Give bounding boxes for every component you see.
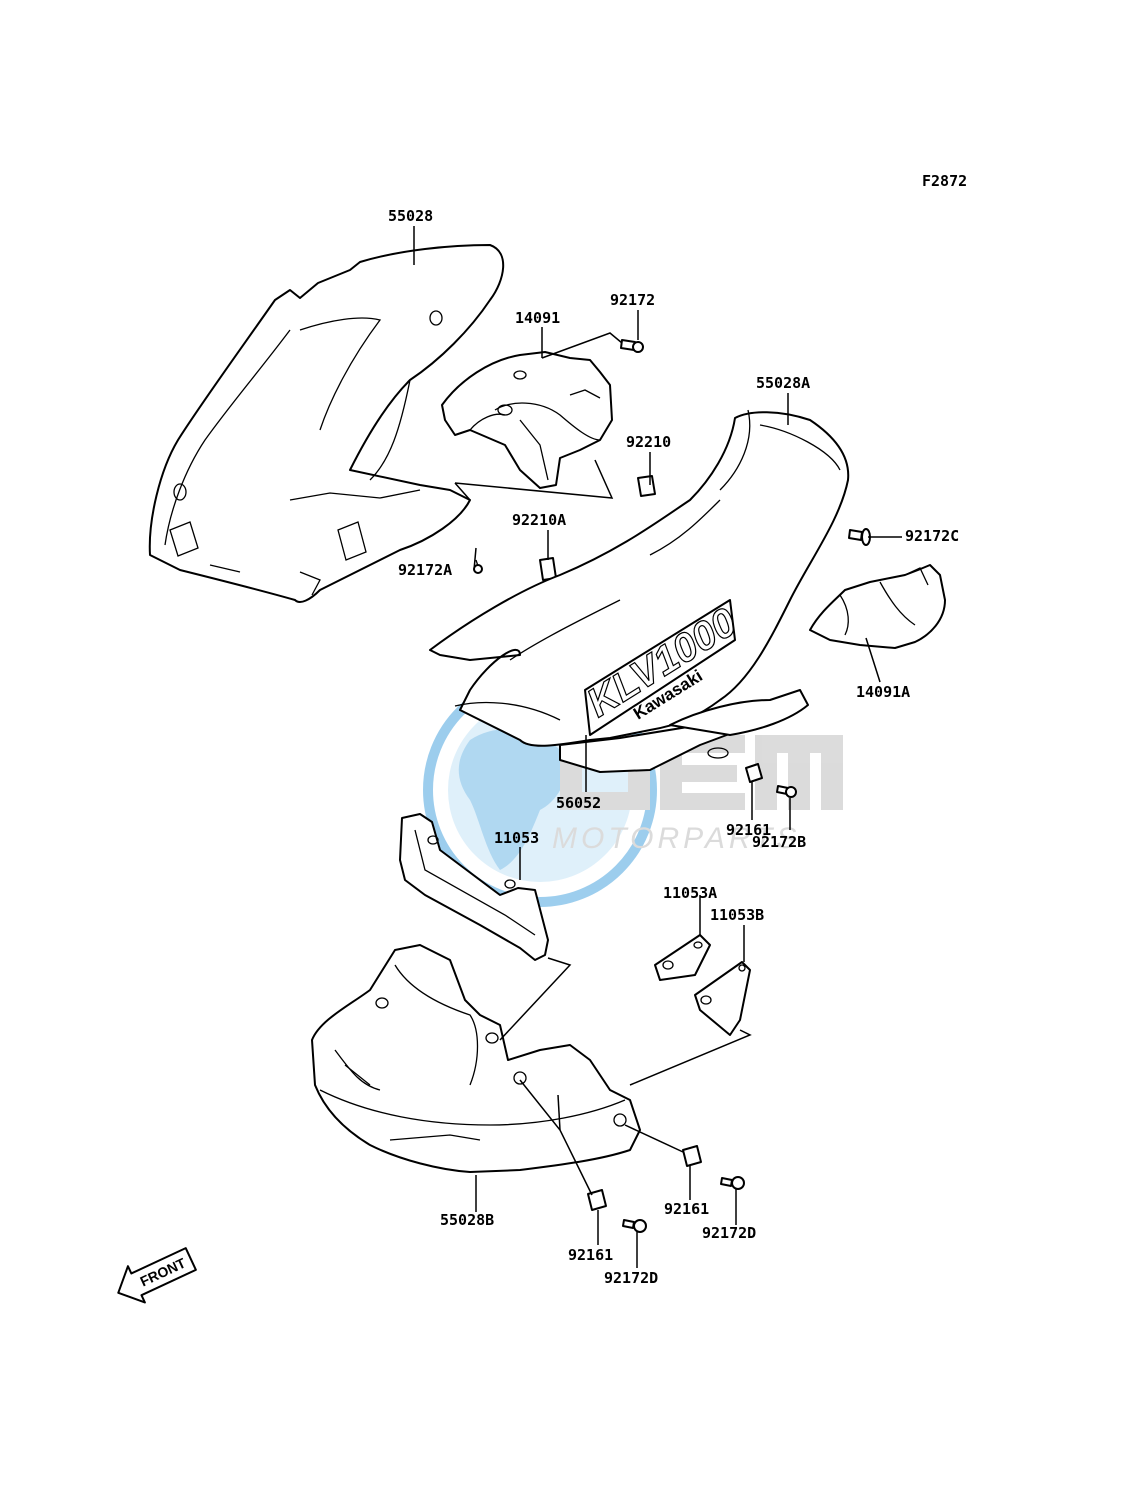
part-92161-grommet-upper xyxy=(745,763,763,783)
label-92210A: 92210A xyxy=(512,511,566,529)
part-11053-bracket xyxy=(399,813,549,961)
part-11053B-bracket xyxy=(694,961,751,1036)
label-14091A: 14091A xyxy=(856,683,910,701)
label-14091: 14091 xyxy=(515,309,560,327)
label-92172: 92172 xyxy=(610,291,655,309)
label-92172C: 92172C xyxy=(905,527,959,545)
front-direction-arrow: FRONT xyxy=(117,1247,197,1304)
part-92161-grommet-right xyxy=(682,1145,702,1167)
part-11053A-bracket xyxy=(654,934,711,981)
part-14091A-inner-cover xyxy=(809,564,946,649)
part-55028B-under-cowl xyxy=(311,944,641,1173)
part-92161-grommet-lower xyxy=(587,1189,607,1211)
part-55028-side-cover xyxy=(148,244,505,603)
part-92172D-screw-lower xyxy=(622,1219,647,1233)
label-11053B: 11053B xyxy=(710,906,764,924)
leader-lines xyxy=(413,226,902,1268)
label-56052: 56052 xyxy=(556,794,601,812)
label-11053: 11053 xyxy=(494,829,539,847)
label-92172D-right: 92172D xyxy=(702,1224,756,1242)
label-92210: 92210 xyxy=(626,433,671,451)
label-92172A: 92172A xyxy=(398,561,452,579)
part-14091-inner-cover xyxy=(441,351,613,489)
label-55028: 55028 xyxy=(388,207,433,225)
part-92210-clip xyxy=(637,475,656,497)
label-92161-upper: 92161 xyxy=(726,821,771,839)
label-92172B: 92172B xyxy=(752,833,806,851)
label-11053A: 11053A xyxy=(663,884,717,902)
figure-code: F2872 xyxy=(922,172,967,190)
watermark-subtitle: MOTORPARTS xyxy=(552,822,800,855)
part-55028A-side-cover: KLV1000 Kawasaki xyxy=(429,409,850,773)
part-92172B-screw xyxy=(776,785,797,798)
watermark-continents xyxy=(458,729,567,870)
label-55028A: 55028A xyxy=(756,374,810,392)
label-92161-right: 92161 xyxy=(664,1200,709,1218)
label-55028B: 55028B xyxy=(440,1211,494,1229)
part-92172-screw xyxy=(620,339,644,353)
label-92172D-lower: 92172D xyxy=(604,1269,658,1287)
label-92161-lower: 92161 xyxy=(568,1246,613,1264)
watermark-letter-m xyxy=(755,735,843,810)
part-92172D-screw-right xyxy=(720,1176,745,1190)
part-92172C-screw xyxy=(848,528,871,546)
